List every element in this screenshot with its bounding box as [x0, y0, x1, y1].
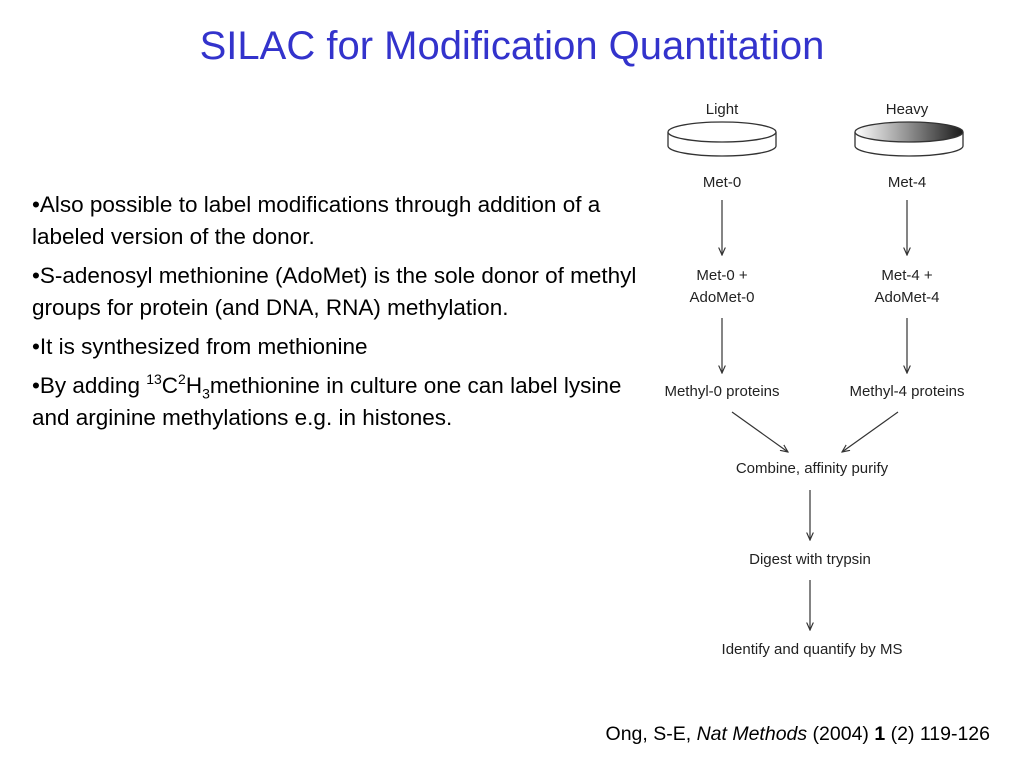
isotope-mass-superscript: 13 [146, 370, 162, 387]
silac-workflow-diagram: Light Heavy Met-0 Met-4 Met-0 + AdoMet-0… [664, 101, 964, 658]
heavy-proteins-label: Methyl-4 proteins [849, 383, 964, 400]
light-proteins-label: Methyl-0 proteins [664, 383, 779, 400]
digest-label: Digest with trypsin [749, 551, 871, 568]
heavy-label: Heavy [886, 101, 929, 118]
light-adomet-line-1: Met-0 + [696, 267, 748, 284]
heavy-adomet-line-2: AdoMet-4 [874, 289, 939, 306]
arrow-icon [842, 411, 899, 452]
citation-volume: 1 [874, 723, 886, 745]
bullet-4: •By adding 13C2H3methionine in culture o… [32, 370, 642, 434]
citation-year: (2004) [807, 723, 875, 745]
heavy-met-label: Met-4 [888, 174, 926, 191]
bullet-4-suffix: methionine in culture one can label lysi… [32, 373, 622, 430]
bullet-3: •It is synthesized from methionine [32, 334, 368, 359]
light-adomet-line-2: AdoMet-0 [689, 289, 754, 306]
bullet-list: •Also possible to label modifications th… [32, 189, 642, 441]
slide-title: SILAC for Modification Quantitation [199, 24, 825, 68]
citation-pages: (2) 119-126 [885, 723, 990, 745]
hydrogen-symbol: H [185, 373, 203, 398]
identify-label: Identify and quantify by MS [722, 641, 903, 658]
hydrogen-count-subscript: 3 [202, 385, 210, 402]
deuterium-superscript: 2 [178, 370, 186, 387]
light-label: Light [706, 101, 739, 118]
combine-label: Combine, affinity purify [736, 460, 889, 477]
citation-journal: Nat Methods [696, 723, 808, 745]
bullet-1: •Also possible to label modifications th… [32, 192, 601, 249]
bullet-2: •S-adenosyl methionine (AdoMet) is the s… [32, 263, 637, 320]
heavy-culture-dish-icon [854, 121, 964, 157]
arrow-icon [731, 411, 788, 452]
light-met-label: Met-0 [703, 174, 741, 191]
carbon-symbol: C [161, 373, 179, 398]
citation: Ong, S-E, Nat Methods (2004) 1 (2) 119-1… [606, 719, 990, 749]
bullet-4-prefix: •By adding [32, 373, 147, 398]
citation-authors: Ong, S-E, [605, 723, 697, 745]
light-culture-dish-icon [667, 121, 777, 157]
heavy-adomet-line-1: Met-4 + [881, 267, 933, 284]
